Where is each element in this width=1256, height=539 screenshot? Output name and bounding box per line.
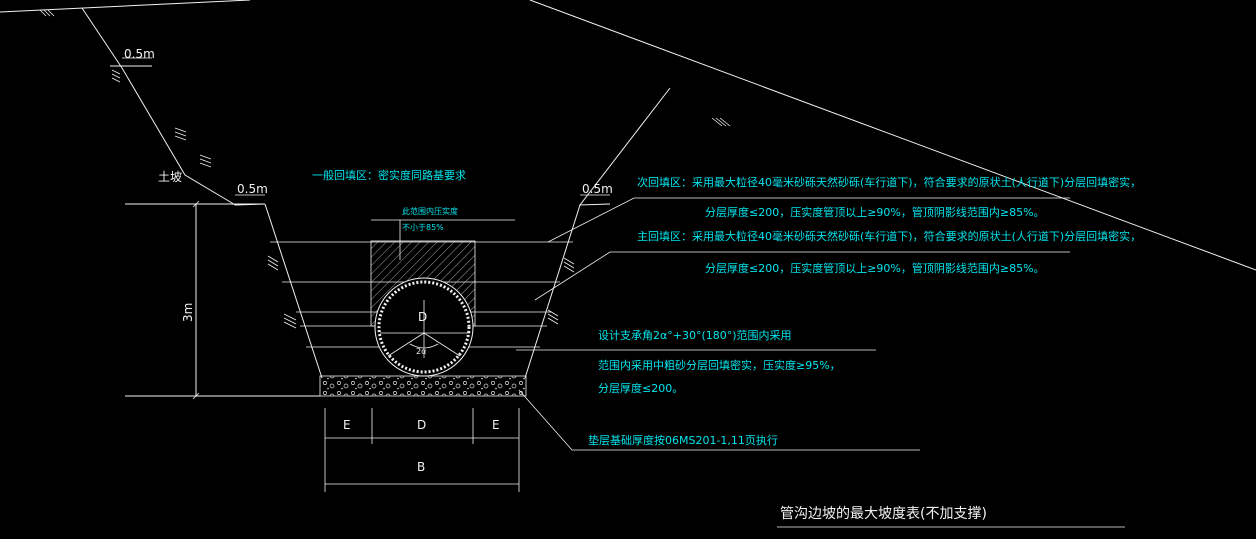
- berm-upper-label: 0.5m: [124, 47, 155, 61]
- depth-dimension: [125, 200, 320, 400]
- d-width-label: D: [417, 418, 426, 432]
- hatch-zone-note-2: 不小于85%: [402, 223, 444, 232]
- main-zone-line-2: 分层厚度≤200，压实度管顶以上≥90%，管顶阴影线范围内≥85%。: [705, 261, 1045, 275]
- angle-label: 2α: [416, 347, 426, 356]
- leader-lines: [371, 197, 1125, 528]
- bedding-layer: [319, 375, 527, 397]
- e-left-label: E: [343, 418, 351, 432]
- support-zone-line-2: 范围内采用中粗砂分层回填密实，压实度≥95%，: [598, 358, 841, 372]
- trench-walls: [125, 203, 581, 379]
- bedding-note: 垫层基础厚度按06MS201-1,11页执行: [588, 433, 778, 447]
- e-right-label: E: [492, 418, 500, 432]
- general-zone-label: 一般回填区：密实度同路基要求: [312, 168, 466, 182]
- berm-left-label: 0.5m: [237, 182, 268, 196]
- depth-label: 3m: [181, 303, 195, 322]
- soil-hatch-marks: [39, 9, 731, 329]
- support-zone-line-3: 分层厚度≤200。: [598, 381, 683, 395]
- main-zone-line-1: 主回填区：采用最大粒径40毫米砂砾天然砂砾(车行道下)，符合要求的原状土(人行道…: [637, 229, 1141, 243]
- b-width-label: B: [417, 460, 425, 474]
- pipe: [374, 277, 474, 377]
- berm-markers: [122, 57, 610, 196]
- soil-slope-label: 土坡: [158, 170, 182, 184]
- hatch-zone-note-1: 此范围内压实度: [402, 206, 458, 216]
- width-dimensions: [324, 408, 520, 492]
- berm-right-label: 0.5m: [582, 182, 613, 196]
- pipe-diameter-label: D: [418, 310, 427, 324]
- secondary-zone-line-1: 次回填区：采用最大粒径40毫米砂砾天然砂砾(车行道下)，符合要求的原状土(人行道…: [637, 175, 1141, 189]
- slope-table-title: 管沟边坡的最大坡度表(不加支撑): [780, 506, 987, 522]
- support-zone-line-1: 设计支承角2α°+30°(180°)范围内采用: [598, 328, 792, 342]
- secondary-zone-line-2: 分层厚度≤200，压实度管顶以上≥90%，管顶阴影线范围内≥85%。: [705, 205, 1045, 219]
